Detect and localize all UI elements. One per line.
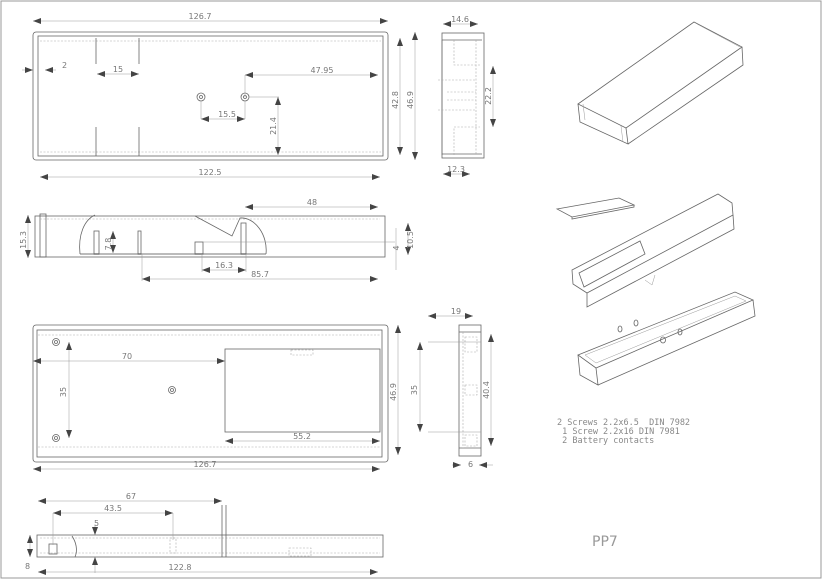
side-view: 15.3 48 10.5 4 7.8 16.3 85.7 [19, 198, 415, 282]
dim-inner-width: 42.8 [391, 91, 400, 109]
dim-screw-depth: 5 [94, 519, 99, 528]
dim-slot-span: 22.2 [484, 87, 493, 105]
dim-screw-spacing: 35 [59, 387, 68, 397]
dim-screw-height: 21.4 [269, 117, 278, 135]
dim-rib-height: 7.8 [104, 238, 113, 251]
dim-length: 122.8 [169, 563, 192, 572]
isometric-battery-lid [555, 197, 636, 220]
isometric-closed-box [577, 21, 744, 145]
battery-compartment [224, 348, 381, 433]
end-view-bottom: 19 35 40.4 6 [410, 307, 494, 469]
dim-battery-offset: 70 [122, 352, 132, 361]
dim-step: 4 [392, 245, 401, 250]
dim-slot-length: 16.3 [215, 261, 233, 270]
dim-screw-spacing: 15.5 [218, 110, 236, 119]
dim-lip: 6 [468, 460, 473, 469]
dim-overall-length: 126.7 [189, 12, 212, 21]
drawing-title: PP7 [592, 534, 618, 550]
dim-screw-offset: 43.5 [104, 504, 122, 513]
bottom-view: 70 35 55.2 126.7 46.9 [32, 324, 401, 472]
dim-battery-length: 55.2 [293, 432, 311, 441]
screw-boss-icon [196, 92, 206, 102]
note-screws: 2 Screws 2.2x6.5 DIN 7982 [557, 418, 690, 428]
dim-recess-height: 10.5 [406, 231, 415, 249]
dim-partition-gap: 15 [113, 65, 123, 74]
dim-partition-offset: 67 [126, 492, 136, 501]
isometric-bottom-shell [577, 291, 756, 386]
section-view: 67 43.5 5 8 122.8 [25, 492, 384, 575]
dim-rib-offset: 85.7 [251, 270, 269, 279]
note-battery-contacts: 2 Battery contacts [557, 436, 654, 446]
dim-wall: 2 [62, 61, 67, 70]
dim-depth: 19 [451, 307, 461, 316]
dim-inner-width: 12.3 [447, 165, 465, 174]
top-view: 126.7 122.5 42.8 46.9 2 15 47.95 15.5 21… [22, 12, 418, 180]
note-screw: 1 Screw 2.2x16 DIN 7981 [557, 427, 680, 437]
dim-recess-length: 48 [307, 198, 317, 207]
end-view-top: 14.6 12.3 22.2 [438, 15, 496, 177]
dim-height: 15.3 [19, 231, 28, 249]
dim-inner-length: 122.5 [199, 168, 222, 177]
dim-overall-width: 46.9 [389, 383, 398, 401]
dim-height: 8 [25, 562, 30, 571]
dim-overall-length: 126.7 [194, 460, 217, 469]
isometric-top-shell [571, 193, 735, 308]
dim-outer-span: 40.4 [482, 381, 491, 399]
dim-overall-width: 46.9 [406, 91, 415, 109]
dim-outer-width: 14.6 [451, 15, 469, 24]
dim-inner-span: 35 [410, 385, 419, 395]
dim-screw-offset: 47.95 [311, 66, 334, 75]
